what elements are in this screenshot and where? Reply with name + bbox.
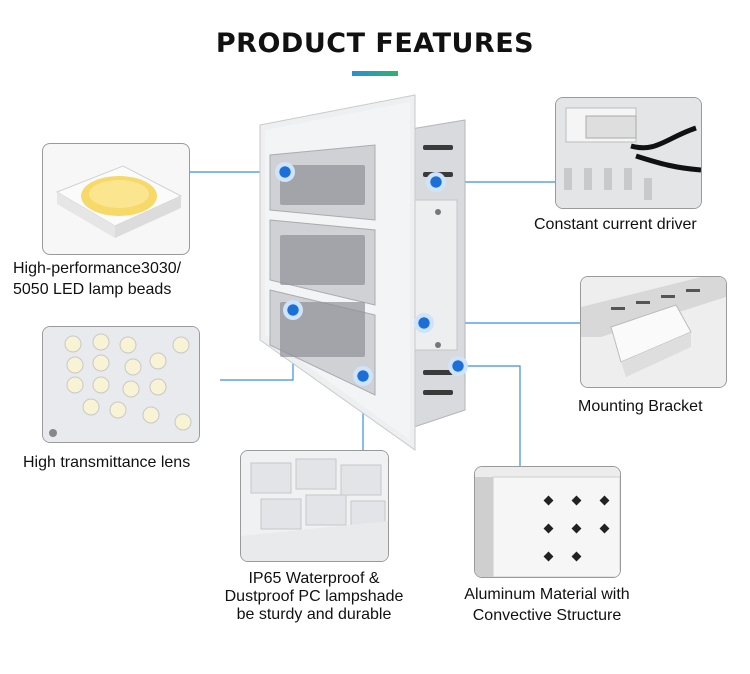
floodlight-product-image bbox=[259, 94, 466, 451]
driver-caption: Constant current driver bbox=[534, 216, 697, 233]
lamp-beads-caption-line2: 5050 LED lamp beads bbox=[13, 281, 172, 298]
lampshade-caption-line2: Dustproof PC lampshade bbox=[224, 588, 404, 605]
bracket-caption: Mounting Bracket bbox=[578, 398, 703, 415]
lamp-beads-caption-line1: High-performance3030/ bbox=[13, 260, 182, 277]
lampshade-photo bbox=[240, 450, 389, 562]
lampshade-caption-line3: be sturdy and durable bbox=[236, 606, 392, 623]
hotspot-aluminum[interactable] bbox=[448, 356, 468, 376]
page-title: PRODUCT FEATURES bbox=[215, 28, 535, 59]
lens-caption: High transmittance lens bbox=[23, 454, 191, 471]
aluminum-caption-line2: Convective Structure bbox=[472, 607, 622, 624]
hotspot-bracket[interactable] bbox=[414, 313, 434, 333]
line-aluminum bbox=[458, 365, 521, 466]
driver-photo bbox=[555, 97, 702, 209]
hotspot-lampshade[interactable] bbox=[353, 366, 373, 386]
hotspot-lamp-beads[interactable] bbox=[275, 162, 295, 182]
aluminum-caption-line1: Aluminum Material with bbox=[464, 586, 630, 603]
bracket-photo bbox=[580, 276, 727, 388]
lampshade-caption-line1: IP65 Waterproof & bbox=[248, 570, 380, 587]
title-underline bbox=[352, 71, 398, 76]
hotspot-driver[interactable] bbox=[426, 172, 446, 192]
hotspot-lens[interactable] bbox=[283, 300, 303, 320]
lens-photo bbox=[42, 326, 200, 443]
aluminum-photo bbox=[474, 466, 621, 578]
lamp-bead-photo bbox=[42, 143, 190, 255]
